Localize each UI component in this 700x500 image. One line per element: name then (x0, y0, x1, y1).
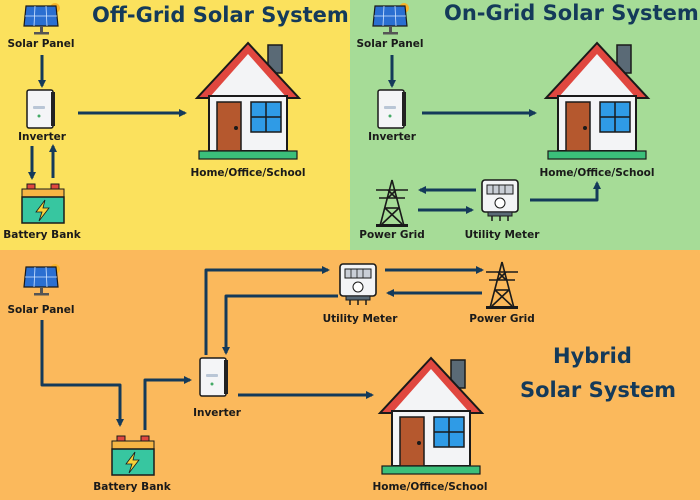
arrow-ongrid-meter-home (530, 181, 601, 202)
inverter-icon (199, 357, 228, 397)
hybrid-solar-panel-label: Solar Panel (7, 304, 75, 316)
on-grid-utility-meter-label: Utility Meter (464, 229, 540, 241)
hybrid-battery-label: Battery Bank (93, 481, 171, 493)
utility-meter-icon (339, 263, 377, 305)
on-grid-inverter-label: Inverter (368, 131, 416, 143)
hybrid-title-line2: Solar System (520, 378, 677, 402)
hybrid-title-line1: Hybrid (553, 344, 632, 368)
solar-panel-icon (372, 3, 409, 35)
power-tower-icon (486, 261, 518, 309)
power-tower-icon (376, 179, 408, 227)
on-grid-panel (350, 0, 700, 250)
hybrid-power-grid-label: Power Grid (469, 313, 535, 325)
off-grid-inverter-label: Inverter (18, 131, 66, 143)
off-grid-home-label: Home/Office/School (190, 167, 306, 179)
house-icon (377, 356, 485, 475)
on-grid-solar-panel-label: Solar Panel (356, 38, 424, 50)
solar-panel-icon (23, 264, 60, 296)
off-grid-title: Off-Grid Solar System (92, 3, 349, 27)
arrow-hybrid-inverter-meter (204, 266, 330, 355)
arrow-hybrid-battery-inverter (143, 376, 192, 430)
hybrid-utility-meter-label: Utility Meter (322, 313, 398, 325)
arrow-hybrid-meter-inverter (222, 294, 338, 355)
on-grid-power-grid-label: Power Grid (359, 229, 425, 241)
off-grid-battery-label: Battery Bank (3, 229, 81, 241)
house-icon (194, 41, 302, 160)
hybrid-home-label: Home/Office/School (372, 481, 488, 493)
house-icon (543, 41, 651, 160)
on-grid-title: On-Grid Solar System (444, 1, 699, 25)
battery-icon (21, 183, 65, 224)
solar-panel-icon (23, 3, 60, 35)
hybrid-inverter-label: Inverter (193, 407, 241, 419)
inverter-icon (377, 89, 406, 129)
battery-icon (111, 435, 155, 476)
utility-meter-icon (481, 179, 519, 221)
arrow-hybrid-panel-battery (40, 320, 124, 427)
inverter-icon (26, 89, 55, 129)
off-grid-solar-panel-label: Solar Panel (7, 38, 75, 50)
on-grid-home-label: Home/Office/School (539, 167, 655, 179)
